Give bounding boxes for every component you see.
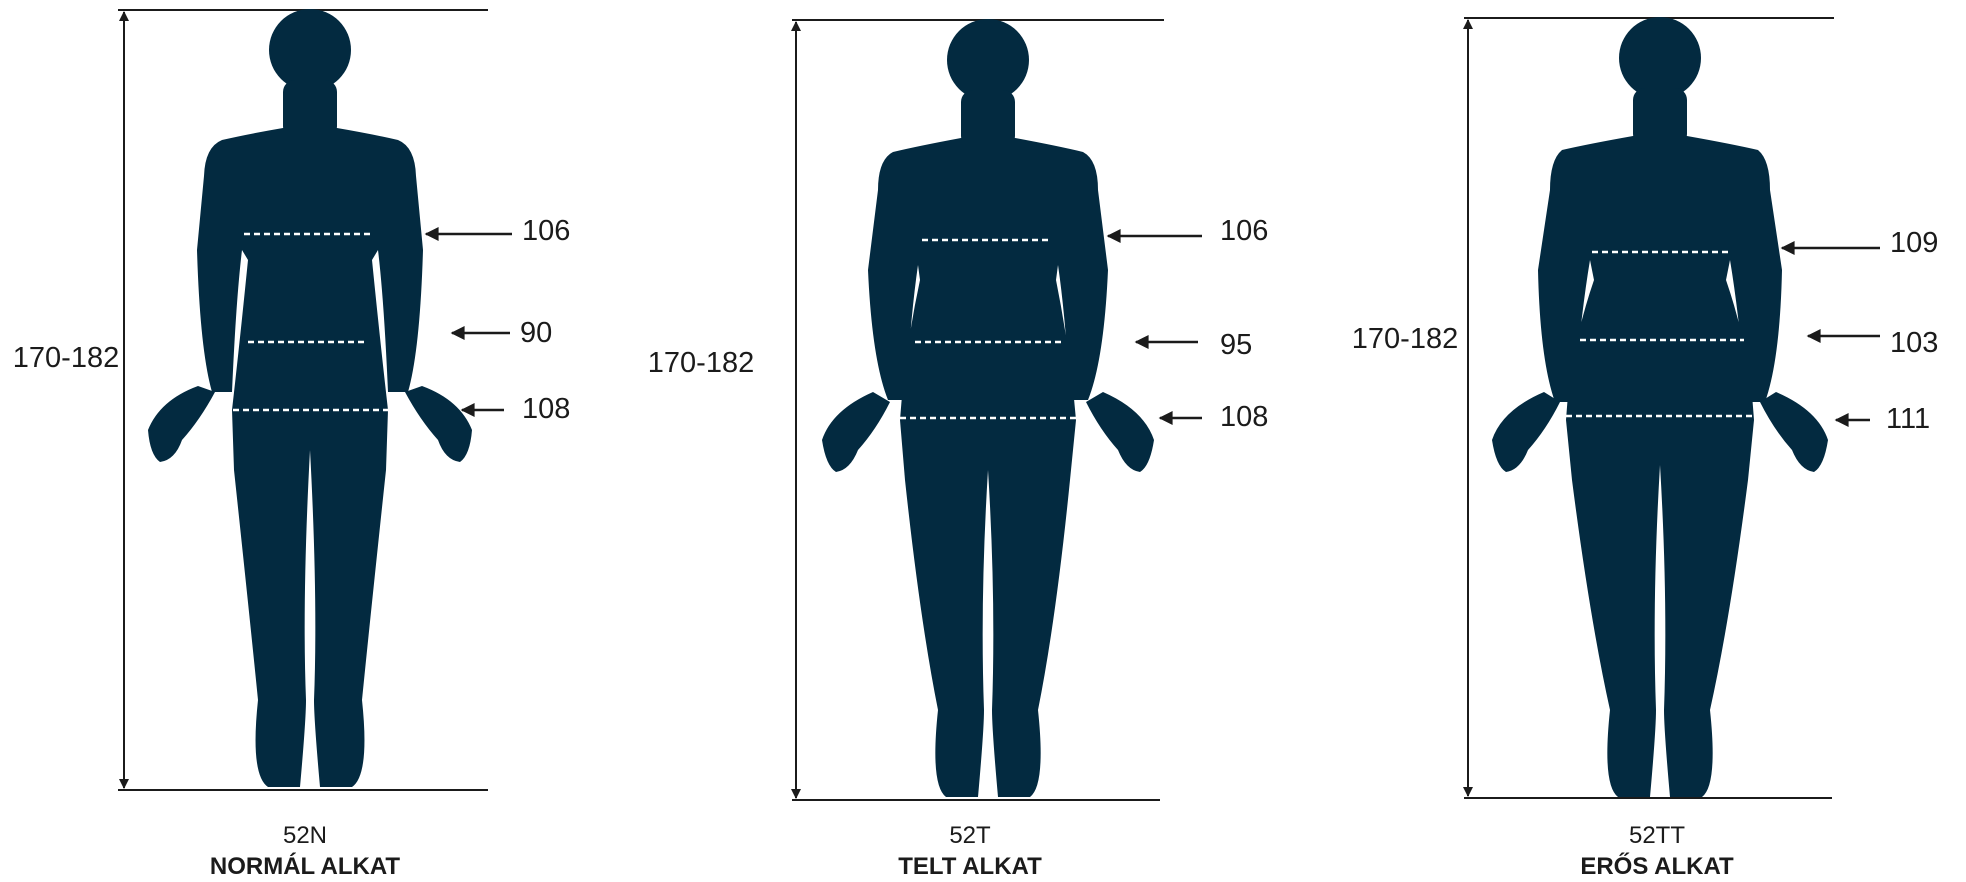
chest-value: 106 [1220,215,1268,247]
waist-value: 103 [1890,327,1938,359]
chest-value: 106 [522,215,570,247]
silhouette-normal [148,9,472,787]
hip-value: 108 [522,393,570,425]
hip-value: 108 [1220,401,1268,433]
height-label: 170-182 [648,347,754,379]
figure-normal: 170-182 106 90 108 52N NORMÁL ALKAT [13,9,571,880]
body-type-name: ERŐS ALKAT [1580,852,1734,880]
waist-value: 95 [1220,329,1252,361]
height-label: 170-182 [1352,323,1458,355]
body-type-name: TELT ALKAT [898,853,1042,880]
hip-value: 111 [1886,403,1930,435]
chest-value: 109 [1890,227,1938,259]
height-label: 170-182 [13,342,119,374]
size-code: 52N [283,822,327,849]
body-type-name: NORMÁL ALKAT [210,852,401,880]
silhouette-telt [822,19,1154,797]
size-code: 52T [949,822,991,849]
waist-value: 90 [520,317,552,349]
figure-eros: 170-182 109 103 111 52TT ERŐS ALKAT [1352,17,1939,880]
silhouette-eros [1492,17,1828,797]
figure-telt: 170-182 106 95 108 52T TELT ALKAT [648,19,1269,880]
size-code: 52TT [1629,822,1685,849]
